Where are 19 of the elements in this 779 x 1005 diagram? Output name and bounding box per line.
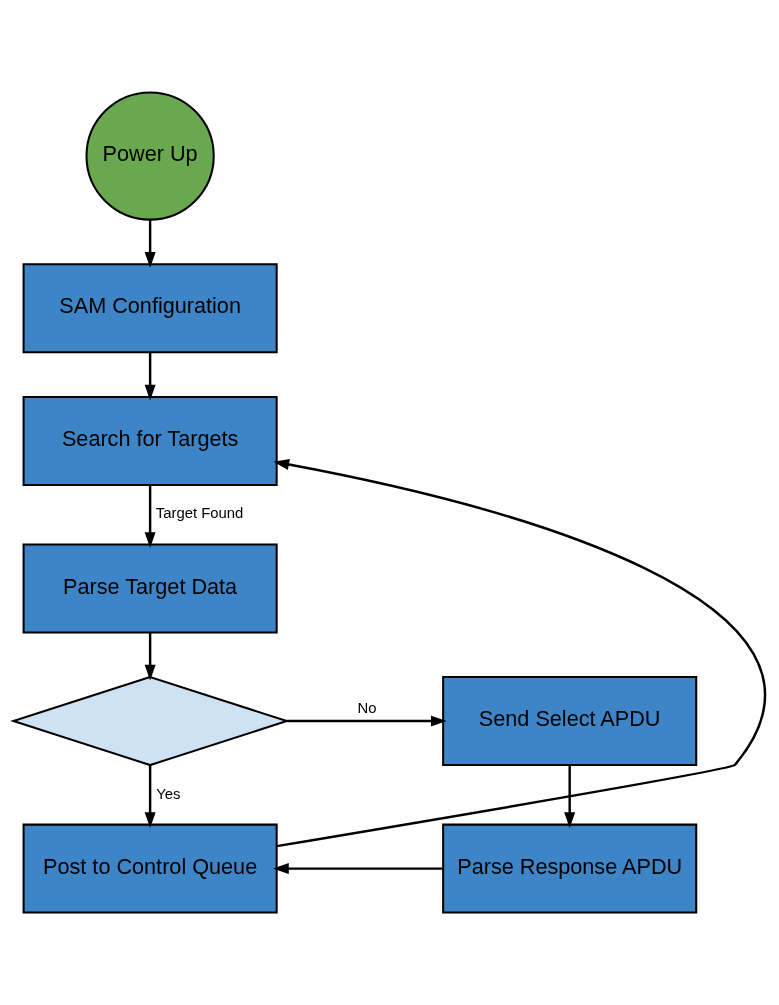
arrow (144, 219, 156, 268)
node-box: Parse Response APDU (442, 823, 698, 914)
arrow (144, 765, 156, 829)
edge-label: Yes (156, 785, 181, 802)
node-circle: Power Up (85, 91, 215, 221)
edge-label: No (357, 699, 377, 716)
arrow (286, 715, 447, 727)
arrow (144, 484, 156, 548)
arrow (564, 765, 576, 829)
node-box: Post to Control Queue (22, 823, 278, 914)
edge-label: Target Found (155, 505, 244, 522)
arrow (273, 863, 443, 875)
arrow (144, 352, 156, 401)
node-box: Parse Target Data (22, 543, 278, 634)
node-box: Search for Targets (22, 395, 278, 486)
node-box: Send Select APDU (442, 676, 698, 767)
node-box: SAM Configuration (22, 263, 278, 354)
arrow (144, 632, 156, 681)
arrow (273, 459, 766, 848)
